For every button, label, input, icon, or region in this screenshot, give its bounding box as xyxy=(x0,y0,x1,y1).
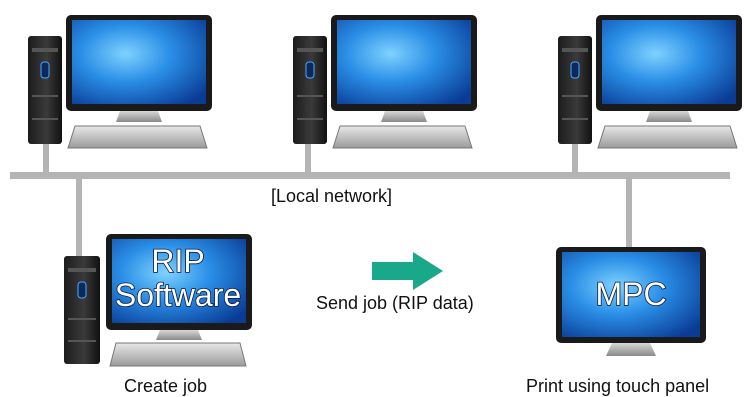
network-lines xyxy=(10,140,730,257)
mpc-screen-text: MPC xyxy=(595,276,666,312)
network-label: [Local network] xyxy=(271,186,393,206)
network-drop-mpc xyxy=(626,177,632,249)
tower-icon xyxy=(28,36,62,144)
monitor-icon xyxy=(66,15,212,122)
keyboard-icon xyxy=(109,342,247,367)
network-drop-2 xyxy=(305,140,311,174)
network-drop-rip xyxy=(76,177,82,257)
send-job-caption: Send job (RIP data) xyxy=(316,293,474,313)
network-drop-3 xyxy=(572,140,578,174)
monitor-icon xyxy=(106,234,252,340)
desktop-computer-icon xyxy=(558,15,742,149)
tower-icon xyxy=(64,256,100,364)
create-job-caption: Create job xyxy=(124,376,208,396)
keyboard-icon xyxy=(332,125,473,149)
monitor-icon xyxy=(556,247,706,356)
monitor-icon xyxy=(596,15,742,122)
network-bus xyxy=(10,172,730,179)
tower-icon xyxy=(558,36,592,144)
tower-icon xyxy=(293,36,327,144)
rip-screen-line1: RIP xyxy=(151,243,204,279)
desktop-computer-icon xyxy=(293,15,477,149)
keyboard-icon xyxy=(597,125,738,149)
network-drop-1 xyxy=(43,140,49,174)
rip-screen-line2: Software xyxy=(115,277,241,313)
keyboard-icon xyxy=(67,125,208,149)
mpc-monitor: MPC xyxy=(556,247,706,356)
monitor-icon xyxy=(331,15,477,122)
desktop-computer-icon xyxy=(28,15,212,149)
right-arrow-icon xyxy=(372,252,443,290)
rip-computer: RIP Software xyxy=(64,234,252,367)
print-caption: Print using touch panel xyxy=(526,376,710,396)
